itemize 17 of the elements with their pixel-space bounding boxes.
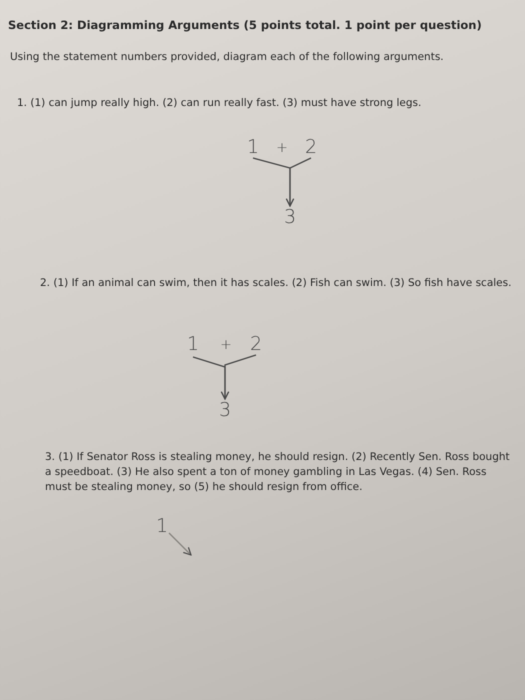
statement-number: 2 [302,136,320,158]
title: Section 2: Diagramming Arguments (5 points total. 1 point per question) [8,18,483,33]
arrow [286,157,312,207]
question-text: 1. (1) can jump really high. (2) can run really fast. (3) must have strong legs. [17,96,422,111]
statement-number: 2 [247,333,265,355]
statement-number: 1 [185,333,201,357]
instruction-text: Using the statement numbers provided, diagram each of the following arguments. [10,50,445,65]
plus-sign: + [219,336,233,355]
plus-sign: + [275,139,289,158]
arrow [168,532,192,556]
statement-number: 1 [245,136,261,158]
question-text: 3. (1) If Senator Ross is stealing money, he should resign. (2) Recently Sen. Ross bought a speedboat. (3) He also spent a ton of money gambling in Las Vegas. (4) Sen. Ross must be stealing money, so (5) he should resign from office. [45,450,511,495]
question-text: 2. (1) If an animal can swim, then it has scales. (2) Fish can swim. (3) So fish have scales. [40,276,512,291]
statement-number: 1 [155,515,169,537]
arrow [220,354,256,400]
statement-number: 3 [281,206,299,230]
statement-number: 3 [216,399,234,423]
